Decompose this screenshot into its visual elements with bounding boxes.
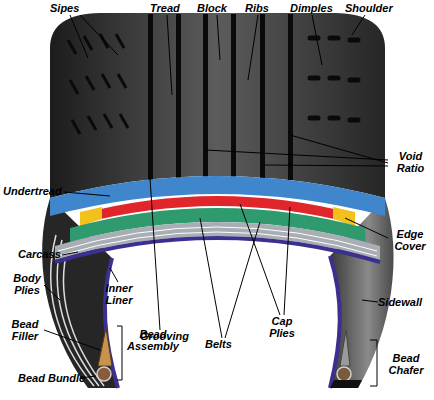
carcass — [55, 222, 380, 260]
part-label: Block — [197, 2, 227, 14]
leader-line — [70, 15, 118, 58]
body-ply — [57, 240, 99, 386]
part-label: Bead Filler — [4, 318, 46, 342]
part-label: Ribs — [245, 2, 269, 14]
part-label: Tread — [150, 2, 180, 14]
part-label: Belts — [205, 338, 232, 350]
leader-line — [217, 15, 220, 60]
dimple — [310, 38, 358, 120]
groove — [203, 14, 208, 177]
part-label: Dimples — [290, 2, 333, 14]
inner-liner — [330, 256, 340, 388]
part-label: Void Ratio — [388, 150, 433, 174]
bracket — [117, 326, 122, 380]
part-label: Carcass — [18, 248, 61, 260]
part-label: Bead Chafer — [382, 352, 430, 376]
leader-line — [345, 218, 388, 238]
leader-line — [64, 192, 110, 196]
part-label: Bead Assembly — [124, 328, 182, 352]
bracket — [370, 340, 377, 386]
tread — [50, 13, 385, 198]
leader-line — [167, 15, 172, 95]
carcass-ply — [58, 227, 377, 256]
part-label: Sipes — [50, 2, 79, 14]
part-label: Bead Bundle — [18, 372, 85, 384]
bead-bundle — [337, 367, 351, 381]
leader-line — [150, 178, 160, 330]
bead-chafer — [330, 380, 362, 388]
groove — [176, 14, 181, 178]
leader-line — [248, 15, 258, 80]
part-label: Body Plies — [6, 272, 48, 296]
leader-line — [362, 300, 378, 302]
groove — [231, 14, 236, 177]
leader-line — [44, 285, 60, 300]
leader-line — [62, 252, 78, 255]
leader-line — [352, 15, 365, 35]
leader-line — [240, 204, 290, 315]
bead-filler — [98, 328, 112, 366]
leader-line — [312, 15, 322, 65]
inner-liner — [55, 238, 380, 262]
leader-line — [44, 330, 100, 350]
leader-line — [200, 218, 260, 338]
leader-lines — [44, 15, 388, 386]
part-label: Sidewall — [378, 296, 422, 308]
part-label: Shoulder — [345, 2, 393, 14]
part-label: Cap Plies — [263, 315, 301, 339]
part-label: Inner Liner — [98, 282, 140, 306]
part-label: Undertread — [3, 185, 62, 197]
sipe — [68, 34, 128, 134]
leader-line — [206, 135, 388, 166]
bead-bundle — [97, 367, 111, 381]
groove — [148, 14, 153, 180]
bead-filler — [340, 330, 350, 366]
part-label: Edge Cover — [388, 228, 432, 252]
leader-line — [110, 268, 118, 282]
